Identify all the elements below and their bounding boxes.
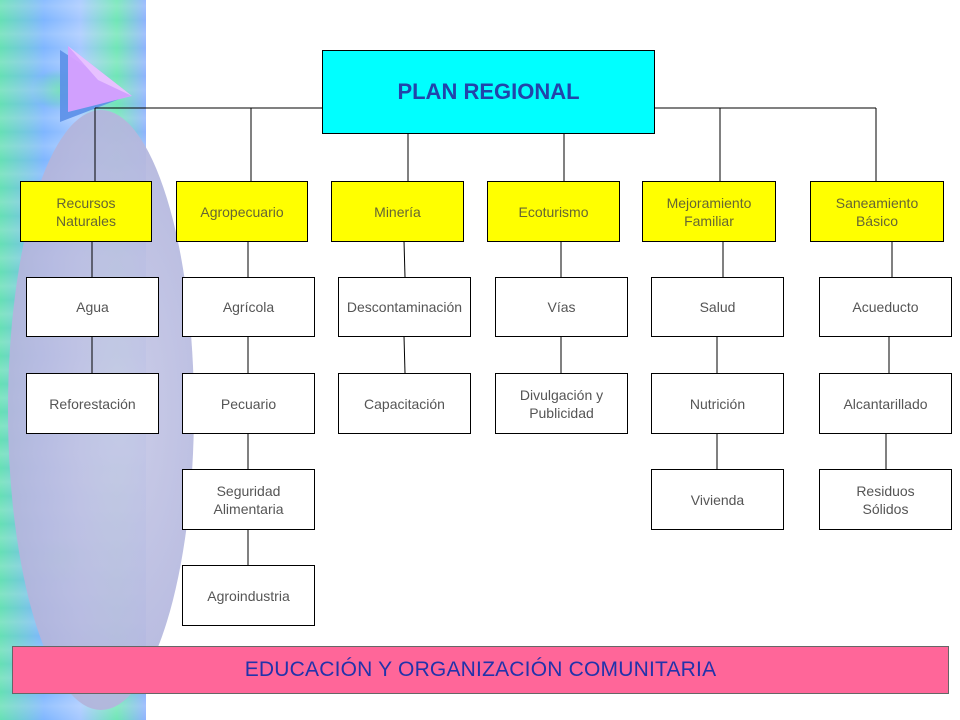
child-node-pecuario: Pecuario [182,373,315,434]
child-node-acueducto: Acueducto [819,277,952,337]
child-node-alcantarillado: Alcantarillado [819,373,952,434]
child-node-agricola: Agrícola [182,277,315,337]
child-node-descontaminacion: Descontaminación [338,277,471,337]
root-node: PLAN REGIONAL [322,50,655,134]
child-node-agua: Agua [26,277,159,337]
child-node-agroindustria: Agroindustria [182,565,315,626]
child-node-vivienda: Vivienda [651,469,784,530]
category-node-mineria: Minería [331,181,464,242]
child-node-residuos-solidos: Residuos Sólidos [819,469,952,530]
category-node-mejoramiento-familiar: Mejoramiento Familiar [642,181,776,242]
child-node-nutricion: Nutrición [651,373,784,434]
child-node-seguridad-alimentaria: Seguridad Alimentaria [182,469,315,530]
category-node-recursos-naturales: Recursos Naturales [20,181,152,242]
child-node-divulgacion-publicidad: Divulgación y Publicidad [495,373,628,434]
triangle-logo-icon [60,46,132,122]
category-node-saneamiento-basico: Saneamiento Básico [810,181,944,242]
category-node-agropecuario: Agropecuario [176,181,308,242]
child-node-vias: Vías [495,277,628,337]
child-node-capacitacion: Capacitación [338,373,471,434]
category-node-ecoturismo: Ecoturismo [487,181,620,242]
child-node-salud: Salud [651,277,784,337]
child-node-reforestacion: Reforestación [26,373,159,434]
footer-banner: EDUCACIÓN Y ORGANIZACIÓN COMUNITARIA [12,646,949,694]
